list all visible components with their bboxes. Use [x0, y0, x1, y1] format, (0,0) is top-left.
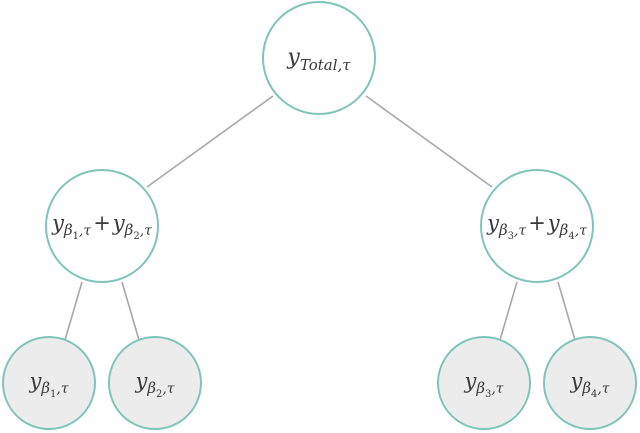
root-subscript: Total,τ: [300, 56, 351, 74]
leaf-node-2: yβ2,τ: [108, 336, 202, 430]
leaf-2-greek: β: [146, 379, 156, 397]
right-term-b-greek: β: [559, 221, 569, 239]
left-plus: +: [93, 211, 111, 235]
leaf-2-tail: ,τ: [162, 381, 174, 397]
root-node-circle: [262, 1, 376, 115]
right-term-b-index: 4: [568, 231, 574, 242]
right-term-a-greek: β: [498, 221, 508, 239]
edge-left-leaf1: [64, 281, 83, 341]
leaf-4-greek: β: [581, 379, 591, 397]
leaf-node-3-label: yβ3,τ: [463, 369, 503, 400]
leaf-1-base: y: [28, 369, 42, 393]
leaf-1-tail: ,τ: [56, 381, 68, 397]
leaf-node-4-label: yβ4,τ: [569, 369, 609, 400]
leaf-4-base: y: [569, 369, 583, 393]
left-term-b-tail: ,τ: [140, 223, 152, 239]
leaf-2-base: y: [134, 369, 148, 393]
left-term-a-greek: β: [63, 221, 73, 239]
left-node-label: yβ1,τ+yβ2,τ: [51, 211, 152, 242]
leaf-node-3: yβ3,τ: [437, 336, 531, 430]
right-term-a-tail: ,τ: [514, 223, 526, 239]
left-term-a-tail: ,τ: [79, 223, 91, 239]
leaf-3-base: y: [463, 369, 477, 393]
right-node: yβ3,τ+yβ4,τ: [480, 169, 594, 283]
edge-left-leaf2: [121, 281, 140, 341]
leaf-node-4: yβ4,τ: [543, 336, 637, 430]
right-term-b-tail: ,τ: [575, 223, 587, 239]
right-term-b-base: y: [547, 211, 561, 235]
left-term-b-greek: β: [124, 221, 134, 239]
left-term-b-index: 2: [133, 231, 139, 242]
leaf-4-index: 4: [591, 389, 597, 400]
root-base: y: [286, 45, 300, 70]
leaf-node-1-circle: [2, 336, 96, 430]
edge-root-right: [365, 95, 493, 188]
leaf-1-index: 1: [50, 389, 56, 400]
left-term-a-index: 1: [73, 231, 79, 242]
leaf-node-3-circle: [437, 336, 531, 430]
leaf-node-1: yβ1,τ: [2, 336, 96, 430]
edge-root-left: [146, 95, 274, 188]
left-term-a-base: y: [51, 211, 65, 235]
leaf-3-greek: β: [475, 379, 485, 397]
edge-right-leaf4: [557, 281, 576, 341]
left-term-b-base: y: [112, 211, 126, 235]
leaf-4-tail: ,τ: [597, 381, 609, 397]
leaf-3-index: 3: [485, 389, 491, 400]
edge-right-leaf3: [499, 281, 518, 341]
right-term-a-base: y: [486, 211, 500, 235]
left-node: yβ1,τ+yβ2,τ: [45, 169, 159, 283]
leaf-3-tail: ,τ: [491, 381, 503, 397]
leaf-node-1-label: yβ1,τ: [28, 369, 68, 400]
left-node-circle: [45, 169, 159, 283]
right-node-label: yβ3,τ+yβ4,τ: [486, 211, 587, 242]
root-node: yTotal,τ: [262, 1, 376, 115]
root-node-label: yTotal,τ: [286, 45, 351, 74]
leaf-node-2-label: yβ2,τ: [134, 369, 174, 400]
right-node-circle: [480, 169, 594, 283]
leaf-1-greek: β: [40, 379, 50, 397]
right-term-a-index: 3: [508, 231, 514, 242]
leaf-2-index: 2: [156, 389, 162, 400]
right-plus: +: [528, 211, 546, 235]
leaf-node-2-circle: [108, 336, 202, 430]
leaf-node-4-circle: [543, 336, 637, 430]
